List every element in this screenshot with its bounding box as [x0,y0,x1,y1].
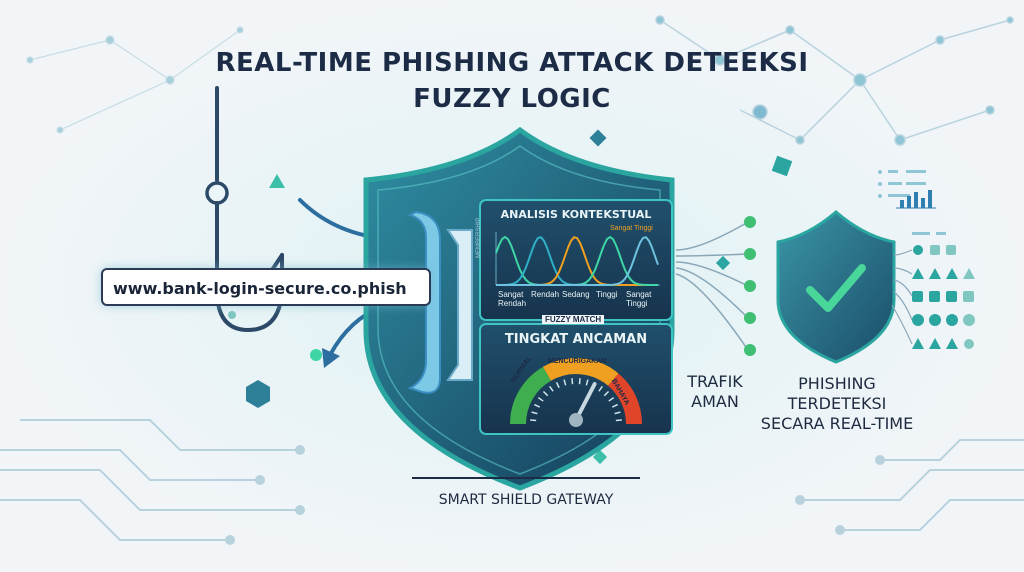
circuit-lines-bottom-right [795,439,1024,535]
decor-dash [936,232,946,235]
result-line-1: PHISHING [798,374,876,393]
bar-chart-icon [878,170,936,209]
page-subtitle: FUZZY LOGIC [413,84,611,114]
analysis-panel [479,199,673,321]
diamond-icon [715,255,731,271]
gauge-hub [569,413,583,427]
gauge-tick [555,381,560,389]
gauge-tick [603,390,610,397]
x-tick-label: Sedang [562,290,590,299]
check-shield-icon [776,210,896,364]
gauge-tick [598,385,603,392]
threat-panel [479,323,673,435]
gauge-tick [611,403,619,408]
gateway-label: SMART SHIELD GATEWAY [438,492,614,508]
gauge-tick [530,419,537,422]
x-tick-label: Sangat Rendah [498,290,527,308]
circuit-lines-bottom-left [0,419,305,545]
gauge-tick [563,379,567,386]
dot-icon [310,349,322,361]
network-graph-top-left [26,26,244,134]
gauge-tick [542,390,549,397]
membership-curve [496,236,659,286]
phishing-url-field: www.bank-login-secure.co.phish [101,268,431,306]
triangle-icon [269,174,285,188]
gauge-icon [510,358,642,427]
result-label: PHISHING TERDETEKSI SECARA REAL-TIME [752,374,922,434]
gauge-arc [543,358,619,386]
diamond-icon [592,449,608,465]
y-axis-label: MEMBERSHIP [476,217,482,258]
x-tick-label: Sangat Tinggi [626,290,652,308]
network-graph-top-right [655,15,1014,146]
diamond-icon [589,129,607,147]
gauge-tick [537,397,544,402]
decor-dash [912,232,930,235]
gauge-tick [533,403,541,408]
gauge-tick [585,379,589,386]
status-icon-grid [912,245,975,349]
gauge-tick [615,419,622,422]
gauge-tick [549,385,554,392]
gauge-arc [510,366,552,425]
traffic-node-dots [744,216,756,356]
shield-output-lines [891,249,913,345]
fuzzy-match-label: FUZZY MATCH [542,315,605,324]
dot-icon [228,311,236,319]
hexagon-icon [246,380,270,408]
gateway-gate [407,210,473,394]
traffic-label: TRAFIK AMAN [687,372,743,411]
membership-curves [495,235,659,286]
analysis-heading: ANALISIS KONTEKSTUAL [500,208,652,221]
result-line-3: SECARA REAL-TIME [760,414,914,433]
result-line-2: TERDETEKSI [787,394,887,413]
gauge-tick [578,378,581,385]
gauge-tick [571,378,574,385]
x-tick-label: Tinggi [596,290,618,299]
gauge-tick [531,411,538,415]
top-membership-label: Sangat Tinggi [610,225,653,232]
gauge-label: MENCURIGAKAN [548,358,607,365]
cube-icon [771,155,793,177]
x-tick-label: Rendah [531,290,560,299]
gauge-tick [608,397,615,402]
gauge-tick [614,411,621,415]
gauge-arc [607,373,642,425]
threat-heading: TINGKAT ANCAMAN [504,332,648,347]
traffic-connectors [675,221,749,351]
page-title: REAL-TIME PHISHING ATTACK DETEEKSI [215,48,809,78]
